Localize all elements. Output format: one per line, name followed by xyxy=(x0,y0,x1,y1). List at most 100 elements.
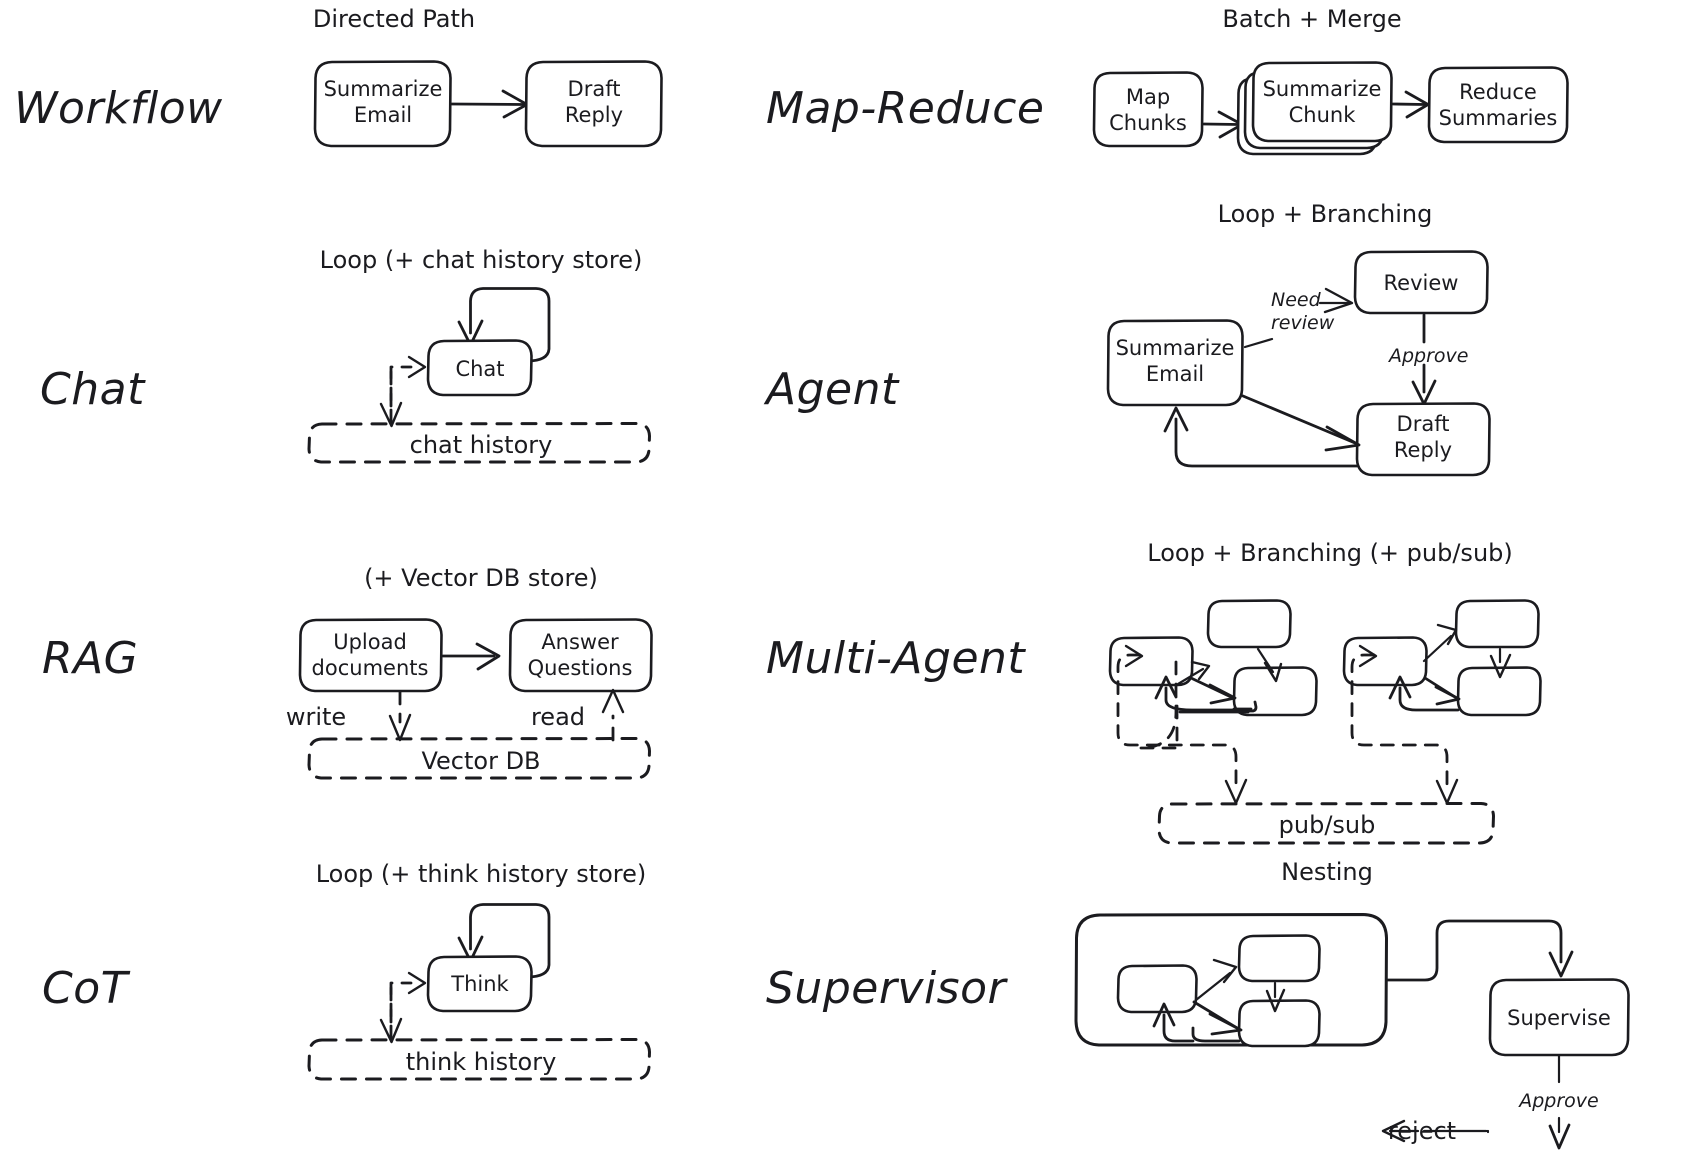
panel-multi-agent: Multi-Agent Loop + Branching (+ pub/sub) xyxy=(766,539,1542,845)
row-label-cot: CoT xyxy=(42,963,131,1014)
edge-b-right-back-to-left xyxy=(1388,675,1460,712)
row-label-workflow: Workflow xyxy=(14,83,223,134)
node-cluster-b-right[interactable] xyxy=(1456,666,1542,717)
edge-b-top-to-right xyxy=(1489,647,1512,679)
edge-label-approve: Approve xyxy=(1387,345,1469,367)
caption-cot-loop: Loop (+ think history store) xyxy=(316,860,647,888)
edge-approve: Approve xyxy=(1387,313,1469,406)
row-label-rag: RAG xyxy=(42,633,138,684)
caption-vector-db-store: (+ Vector DB store) xyxy=(364,564,598,592)
edge-reject: reject xyxy=(1381,1117,1490,1145)
store-label: chat history xyxy=(410,431,553,459)
edge-label-reject: reject xyxy=(1388,1117,1456,1145)
edge-supervise-approve: Approve xyxy=(1517,1054,1599,1150)
edge-summarize-to-draft xyxy=(450,89,529,119)
edge-label-approve: Approve xyxy=(1517,1090,1599,1112)
node-label-line1: Summarize xyxy=(324,77,443,101)
supervisor-subgraph-container[interactable] xyxy=(1074,913,1388,1047)
edge-label-review: review xyxy=(1271,312,1335,334)
store-vector-db[interactable]: Vector DB xyxy=(307,737,651,780)
node-supervise[interactable]: Supervise xyxy=(1488,978,1630,1057)
node-label-line2: Chunks xyxy=(1109,111,1187,135)
node-label-line2: Reply xyxy=(1394,438,1452,462)
panel-map-reduce: Map-Reduce Batch + Merge Map Chunks Summ… xyxy=(766,5,1569,156)
row-label-map-reduce: Map-Reduce xyxy=(766,83,1044,134)
edge-a-left-to-right xyxy=(1189,676,1237,705)
caption-loop-branching-pubsub: Loop + Branching (+ pub/sub) xyxy=(1147,539,1513,567)
node-cluster-a-left[interactable] xyxy=(1108,636,1194,687)
multi-agent-cluster-a xyxy=(1108,599,1318,750)
node-think[interactable]: Think xyxy=(426,955,533,1013)
panel-cot: CoT Loop (+ think history store) Think t… xyxy=(42,860,651,1081)
edge-subgraph-to-supervise xyxy=(1386,919,1574,982)
edge-label-need: Need xyxy=(1271,289,1322,311)
node-summarize-chunk-stack[interactable]: Summarize Chunk xyxy=(1236,61,1393,156)
node-cluster-a-top[interactable] xyxy=(1206,599,1292,649)
row-label-chat: Chat xyxy=(40,364,146,415)
edge-sup-left-to-bottom xyxy=(1192,1000,1243,1036)
node-label-line1: Answer xyxy=(541,630,619,654)
node-agent-summarize-email[interactable]: Summarize Email xyxy=(1106,319,1244,407)
edge-label-write: write xyxy=(286,703,346,731)
edge-draft-back-to-summarize xyxy=(1163,406,1359,468)
node-label-line1: Upload xyxy=(333,630,407,654)
panel-workflow: Workflow Directed Path Summarize Email D… xyxy=(14,5,663,148)
node-label: Review xyxy=(1384,271,1459,295)
node-label-line1: Draft xyxy=(1397,412,1450,436)
node-label: Supervise xyxy=(1507,1006,1611,1030)
node-supervisor-inner-left[interactable] xyxy=(1116,964,1198,1014)
node-label-line1: Map xyxy=(1126,85,1170,109)
store-think-history[interactable]: think history xyxy=(307,1038,651,1081)
node-upload-documents[interactable]: Upload documents xyxy=(298,618,443,693)
panel-rag: RAG (+ Vector DB store) Upload documents… xyxy=(42,564,653,780)
node-label-line2: Email xyxy=(354,103,412,127)
edge-b-left-to-top xyxy=(1422,623,1458,663)
edge-think-history-write xyxy=(379,986,403,1044)
panel-agent: Agent Loop + Branching Summarize Email N… xyxy=(763,200,1491,477)
node-label: Chat xyxy=(455,357,504,381)
edge-sup-left-to-top xyxy=(1194,958,1238,1002)
edge-need-review: Need review xyxy=(1243,287,1354,349)
node-cluster-b-top[interactable] xyxy=(1454,599,1540,649)
edge-map-to-summarize xyxy=(1202,110,1244,139)
node-draft-reply[interactable]: Draft Reply xyxy=(524,60,663,148)
edge-think-history-read xyxy=(389,971,427,1040)
node-cluster-b-left[interactable] xyxy=(1342,636,1428,687)
caption-loop-branching: Loop + Branching xyxy=(1218,200,1433,228)
row-label-agent: Agent xyxy=(763,364,900,415)
caption-chat-loop: Loop (+ chat history store) xyxy=(320,246,643,274)
store-pub-sub[interactable]: pub/sub xyxy=(1157,802,1495,845)
node-map-chunks[interactable]: Map Chunks xyxy=(1092,71,1204,148)
store-chat-history[interactable]: chat history xyxy=(307,422,651,464)
node-summarize-email[interactable]: Summarize Email xyxy=(313,60,452,148)
row-label-multi-agent: Multi-Agent xyxy=(766,633,1026,684)
node-label-line1: Draft xyxy=(568,77,621,101)
node-label-line1: Summarize xyxy=(1116,336,1235,360)
node-chat[interactable]: Chat xyxy=(426,339,533,397)
panel-supervisor: Supervisor Nesting xyxy=(766,858,1630,1150)
edge-write: write xyxy=(286,690,412,742)
node-label: Think xyxy=(450,972,509,996)
store-label: Vector DB xyxy=(421,747,540,775)
edge-upload-to-answer xyxy=(441,642,501,671)
edge-read: read xyxy=(531,688,625,742)
edge-b-left-to-right xyxy=(1423,676,1461,706)
edge-chat-history-read xyxy=(389,355,427,424)
store-label: think history xyxy=(406,1048,557,1076)
edge-a-right-back-to-left xyxy=(1154,675,1258,714)
edge-sup-bottom-back-to-left xyxy=(1152,1002,1241,1043)
node-agent-draft-reply[interactable]: Draft Reply xyxy=(1355,402,1491,477)
node-reduce-summaries[interactable]: Reduce Summaries xyxy=(1427,66,1569,144)
caption-nesting: Nesting xyxy=(1281,858,1373,886)
multi-agent-cluster-b xyxy=(1342,599,1542,717)
node-supervisor-inner-top[interactable] xyxy=(1237,934,1321,983)
node-label-line2: Reply xyxy=(565,103,623,127)
row-label-supervisor: Supervisor xyxy=(766,963,1009,1014)
node-label-line2: documents xyxy=(312,656,429,680)
node-supervisor-inner-bottom[interactable] xyxy=(1237,999,1321,1048)
caption-directed-path: Directed Path xyxy=(313,5,475,33)
node-answer-questions[interactable]: Answer Questions xyxy=(508,618,653,693)
edge-chat-history-write xyxy=(379,370,403,428)
node-review[interactable]: Review xyxy=(1353,250,1489,315)
